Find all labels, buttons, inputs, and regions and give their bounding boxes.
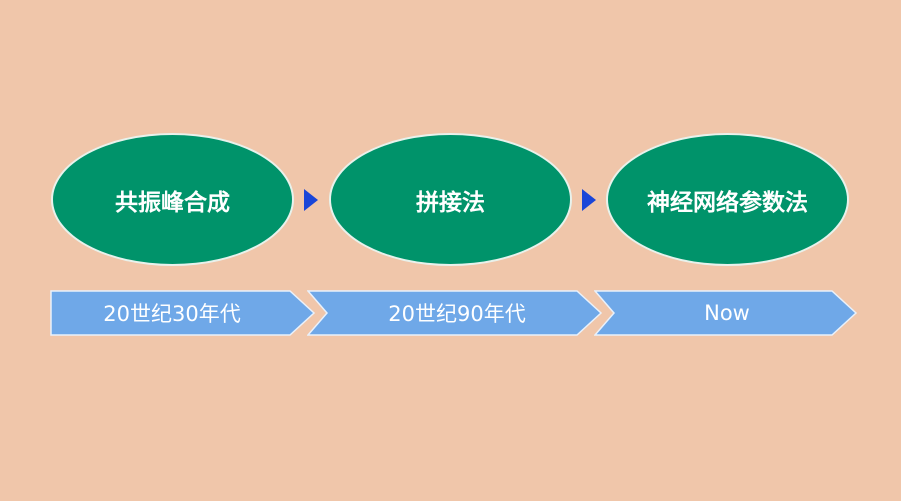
era-chevron-2: [307, 290, 603, 336]
era-label-1: 20世纪30年代: [103, 302, 241, 326]
method-ellipse-concatenative: 拼接法: [329, 133, 572, 266]
era-chevron-1: [50, 290, 316, 336]
era-chevron-3: [594, 290, 858, 336]
method-ellipse-formant: 共振峰合成: [51, 133, 294, 266]
method-label-concatenative: 拼接法: [416, 189, 485, 216]
connector-arrow-1: [304, 189, 318, 211]
method-ellipse-neural: 神经网络参数法: [606, 133, 849, 266]
connector-arrow-2: [582, 189, 596, 211]
era-label-2: 20世纪90年代: [388, 302, 526, 326]
method-label-neural: 神经网络参数法: [647, 189, 808, 216]
era-label-3: Now: [704, 301, 750, 325]
method-label-formant: 共振峰合成: [115, 189, 230, 216]
